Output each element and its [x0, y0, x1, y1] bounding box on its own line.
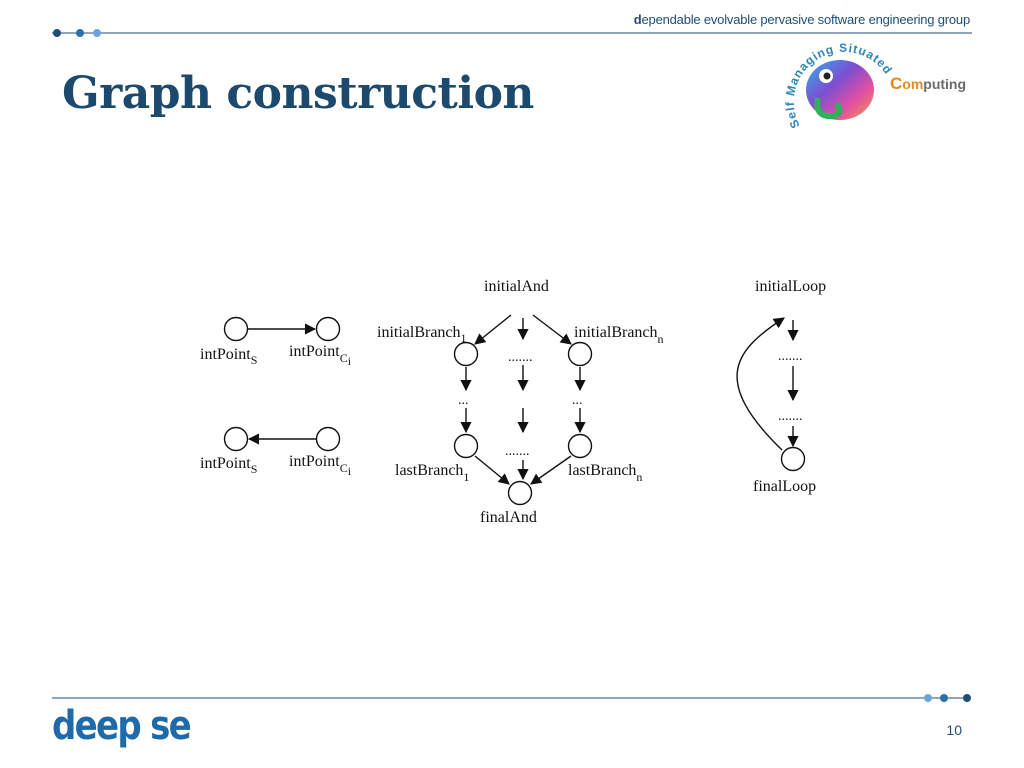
- label-last-branch-1: lastBranch1: [395, 462, 469, 484]
- graph-construction-diagram: intPointS intPointCi intPointS intPointC…: [200, 278, 826, 526]
- edge-and-to-branch-1: [474, 314, 512, 345]
- footer-dot-2: [940, 694, 948, 702]
- label-initial-branch-1: initialBranch1: [377, 324, 467, 345]
- label-initial-and: initialAnd: [484, 278, 549, 295]
- header-group-name: dependable evolvable pervasive software …: [633, 12, 970, 27]
- label-initial-loop: initialLoop: [755, 278, 826, 295]
- node-initial-branch-n: [567, 341, 593, 367]
- node-intpoint-ci-top: [315, 316, 341, 342]
- dots-loop-top: .......: [778, 349, 803, 364]
- logo-computing-word: Computing: [890, 74, 967, 93]
- page-number: 10: [946, 722, 962, 738]
- deep-se-logo: deep se: [52, 703, 192, 749]
- edge-branch-1-to-final: [474, 455, 510, 485]
- footer-dot-3: [963, 694, 971, 702]
- dots-and-bottom: .......: [505, 444, 530, 459]
- node-final-and: [507, 480, 533, 506]
- dots-loop-bottom: .......: [778, 409, 803, 424]
- edge-and-to-branch-n: [532, 314, 572, 345]
- node-final-loop: [780, 446, 806, 472]
- node-intpoint-s-bottom: [223, 426, 249, 452]
- edge-branch-n-to-final: [530, 455, 572, 485]
- node-intpoint-ci-bottom: [315, 426, 341, 452]
- edge-loop-back: [736, 317, 785, 451]
- label-initial-branch-n: initialBranchn: [574, 324, 664, 346]
- slide-title: Graph construction: [62, 68, 534, 119]
- footer-dot-1: [924, 694, 932, 702]
- label-last-branch-n: lastBranchn: [568, 462, 642, 484]
- node-last-branch-1: [453, 433, 479, 459]
- header-dot-1: [53, 29, 61, 37]
- dots-branch-1: ...: [458, 393, 469, 408]
- label-intpoint-ci-bottom: intPointCi: [289, 453, 352, 478]
- label-intpoint-ci-top: intPointCi: [289, 343, 352, 368]
- header-dot-3: [93, 29, 101, 37]
- label-intpoint-s-top: intPointS: [200, 346, 257, 367]
- dots-branch-n: ...: [572, 393, 583, 408]
- node-last-branch-n: [567, 433, 593, 459]
- dots-and-top: .......: [508, 350, 533, 365]
- chameleon-tail-icon: [814, 97, 843, 120]
- node-intpoint-s-top: [223, 316, 249, 342]
- label-intpoint-s-bottom: intPointS: [200, 455, 257, 476]
- node-initial-branch-1: [453, 341, 479, 367]
- label-final-loop: finalLoop: [753, 478, 816, 495]
- header-dot-2: [76, 29, 84, 37]
- label-final-and: finalAnd: [480, 509, 537, 526]
- self-managing-situated-computing-logo: Self Managing Situated: [783, 41, 895, 131]
